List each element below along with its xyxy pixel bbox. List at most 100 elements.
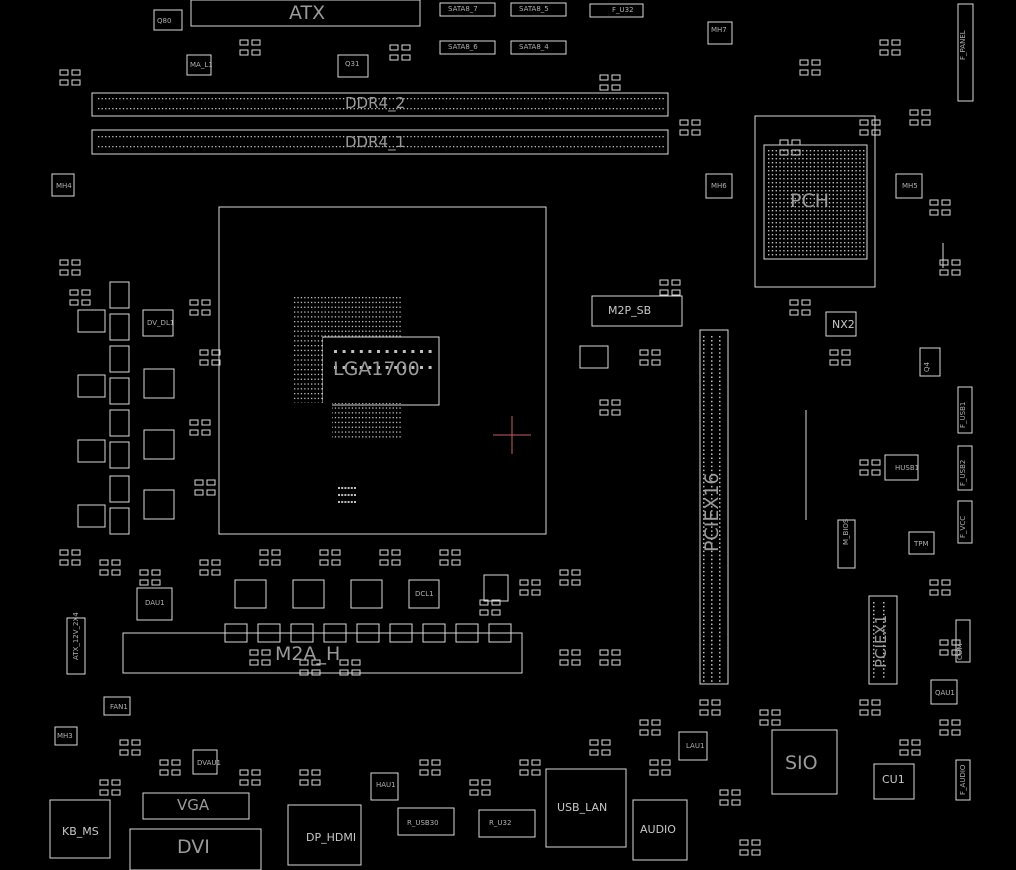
passive-5-3 [811,69,821,76]
passive-23-3 [611,409,621,416]
passive-17-2 [199,569,209,576]
passive-17-0 [199,559,209,566]
passive-0-1 [71,69,81,76]
m2a-pad-3 [323,623,347,643]
vrm-cap-a0 [109,281,130,309]
passive-39-3 [251,779,261,786]
passive-15-1 [206,479,216,486]
passive-9-2 [939,269,949,276]
passive-42-1 [481,779,491,786]
passive-5-2 [799,69,809,76]
passive-27-1 [841,349,851,356]
passive-31-2 [639,729,649,736]
atx-connector [190,0,421,27]
passive-31-1 [651,719,661,726]
mh4 [51,173,75,197]
passive-14-0 [189,419,199,426]
sata4 [510,40,567,55]
m2a-pad-5 [389,623,413,643]
vrm-fet-2 [77,439,106,463]
lau1 [678,731,708,761]
passive-29-1 [941,579,951,586]
hau1 [370,772,399,801]
passive-24-1 [651,349,661,356]
passive-53-2 [559,659,569,666]
passive-49-3 [151,579,161,586]
passive-58-0 [299,659,309,666]
passive-56-0 [519,579,529,586]
passive-56-3 [531,589,541,596]
passive-51-0 [779,139,789,146]
passive-16-2 [59,559,69,566]
passive-13-3 [211,359,221,366]
passive-20-1 [391,549,401,556]
passive-1-0 [239,39,249,46]
cpu-aux-ic [483,574,509,602]
passive-26-2 [789,309,799,316]
passive-0-2 [59,79,69,86]
vrm-choke-1 [143,429,175,460]
passive-37-3 [131,749,141,756]
sio-chip [771,729,838,795]
vrm-choke-0 [143,368,175,399]
passive-49-2 [139,579,149,586]
passive-44-1 [601,739,611,746]
qau1 [930,679,958,705]
passive-32-0 [699,699,709,706]
passive-34-1 [871,699,881,706]
passive-57-1 [261,649,271,656]
passive-7-0 [909,109,919,116]
passive-50-1 [111,779,121,786]
passive-30-1 [951,639,961,646]
q80 [153,9,183,31]
passive-18-3 [271,559,281,566]
passive-45-1 [661,759,671,766]
passive-48-1 [111,559,121,566]
passive-43-1 [531,759,541,766]
vrm-cap-b3 [109,507,130,535]
vrm-fet-0 [77,309,106,333]
dau1 [136,587,173,621]
vrm-cap-b0 [109,313,130,341]
passive-12-3 [201,309,211,316]
passive-49-1 [151,569,161,576]
m2p-sb-connector [591,295,683,327]
passive-39-2 [239,779,249,786]
passive-1-1 [251,39,261,46]
passive-13-0 [199,349,209,356]
passive-24-2 [639,359,649,366]
vga-port [142,792,250,820]
m2a-pad-2 [290,623,314,643]
passive-2-0 [389,44,399,51]
mh7 [707,21,733,45]
passive-29-2 [929,589,939,596]
passive-34-3 [871,709,881,716]
passive-50-2 [99,789,109,796]
passive-14-2 [189,429,199,436]
passive-6-1 [891,39,901,46]
dvi-port [129,828,262,870]
passive-50-0 [99,779,109,786]
passive-45-0 [649,759,659,766]
passive-36-1 [951,719,961,726]
socket-corner-keepout [292,403,332,448]
passive-11-1 [81,289,91,296]
passive-12-1 [201,299,211,306]
passive-53-3 [571,659,581,666]
passive-54-1 [611,649,621,656]
pciex16-slot [699,329,729,685]
m-bios [837,519,856,569]
vrm-cap-a1 [109,345,130,373]
passive-56-1 [531,579,541,586]
passive-28-2 [859,469,869,476]
passive-38-2 [159,769,169,776]
passive-55-1 [491,599,501,606]
passive-22-3 [571,579,581,586]
passive-5-0 [799,59,809,66]
vrm-choke-2 [143,489,175,520]
passive-25-1 [671,279,681,286]
passive-54-2 [599,659,609,666]
f-usb1 [957,386,973,434]
passive-16-0 [59,549,69,556]
